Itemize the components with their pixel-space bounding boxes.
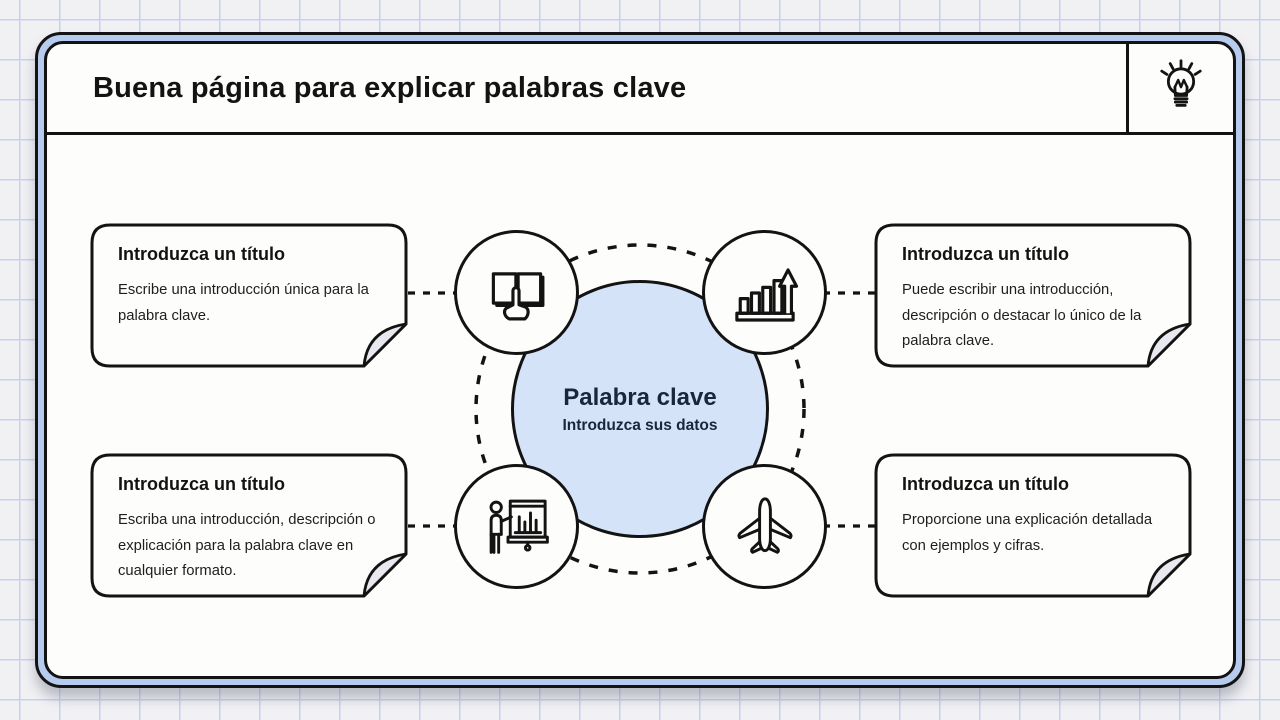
node-circle-chart <box>702 230 827 355</box>
slide-header: Buena página para explicar palabras clav… <box>47 44 1233 135</box>
fold-corner <box>362 322 408 368</box>
note-box-shape <box>90 223 408 368</box>
title-cell: Buena página para explicar palabras clav… <box>47 44 1126 132</box>
presentation-board-icon <box>489 499 549 554</box>
keyword-title: Palabra clave <box>563 383 717 411</box>
info-box-top-left: Introduzca un título Escribe una introdu… <box>90 223 408 368</box>
airplane-icon <box>737 496 792 554</box>
info-box-body: Escriba una introducción, descripción o … <box>118 512 376 580</box>
open-book-hand-icon <box>491 271 544 320</box>
note-box-shape <box>874 223 1192 368</box>
info-box-title: Introduzca un título <box>118 474 285 494</box>
info-box-top-right: Introduzca un título Puede escribir una … <box>874 223 1192 368</box>
node-circle-presentation <box>454 464 579 589</box>
page-title: Buena página para explicar palabras clav… <box>93 71 687 104</box>
fold-corner <box>1146 322 1192 368</box>
info-box-body: Puede escribir una introducción, descrip… <box>902 282 1142 350</box>
info-box-bottom-left: Introduzca un título Escriba una introdu… <box>90 453 408 598</box>
info-box-bottom-right: Introduzca un título Proporcione una exp… <box>874 453 1192 598</box>
fold-corner <box>362 552 408 598</box>
info-box-body: Proporcione una explicación detallada co… <box>902 512 1153 554</box>
node-circle-plane <box>702 464 827 589</box>
fold-corner <box>1146 552 1192 598</box>
info-box-title: Introduzca un título <box>902 474 1069 494</box>
info-box-title: Introduzca un título <box>118 244 285 264</box>
node-circle-book <box>454 230 579 355</box>
keyword-subtitle: Introduzca sus datos <box>562 416 718 434</box>
growth-bar-chart-icon <box>734 267 798 322</box>
header-icon-cell <box>1126 44 1233 132</box>
note-box-shape <box>90 453 408 598</box>
lightbulb-icon <box>1160 59 1202 107</box>
info-box-title: Introduzca un título <box>902 244 1069 264</box>
note-box-shape <box>874 453 1192 598</box>
info-box-body: Escribe una introducción única para la p… <box>118 282 369 324</box>
